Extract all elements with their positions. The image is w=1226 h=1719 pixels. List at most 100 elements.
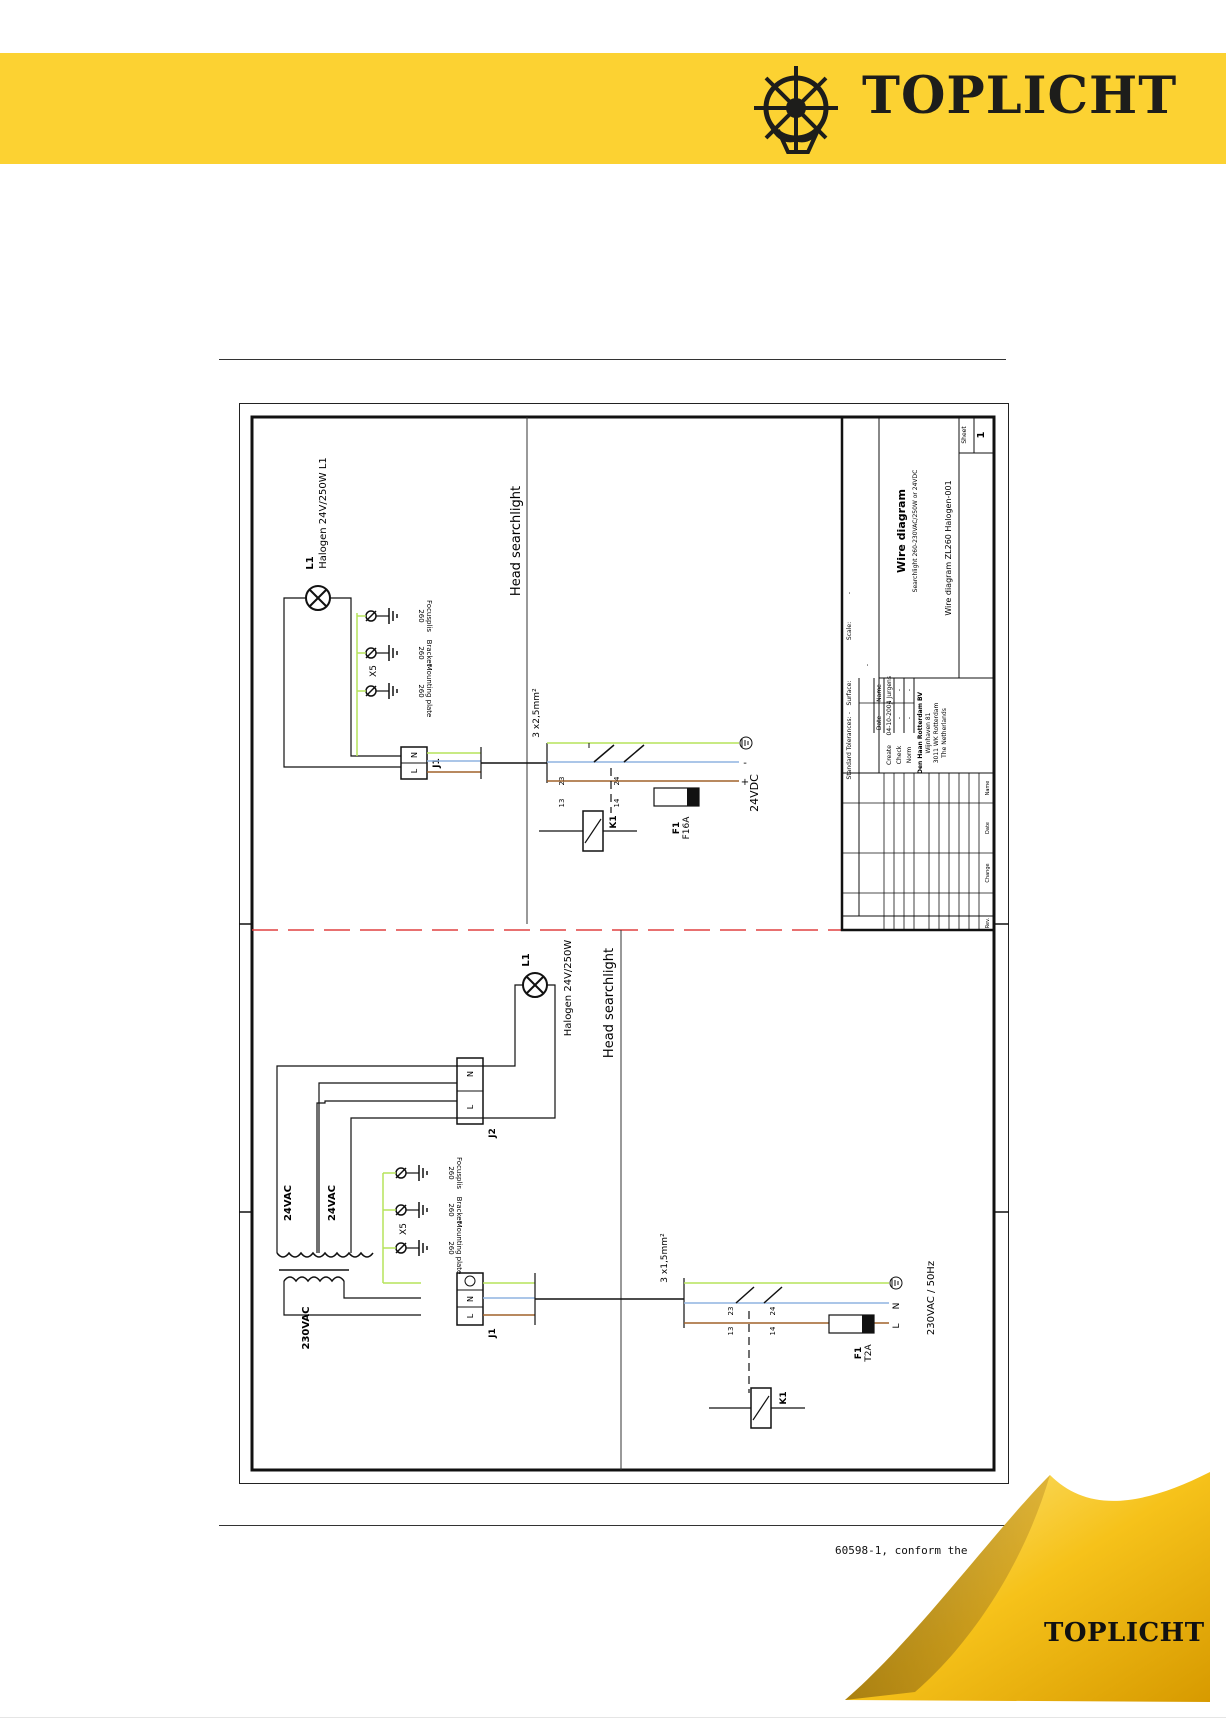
upper-ground-points bbox=[356, 608, 398, 756]
upper-relay-ref: K1 bbox=[609, 815, 619, 828]
title-block-drawing-name: Wire diagram ZL260 Halogen-001 bbox=[944, 480, 953, 615]
ship-wheel-logo-icon bbox=[754, 66, 838, 154]
title-block-tolerances-label: Standard Tolerances: bbox=[846, 717, 853, 780]
title-block bbox=[840, 415, 996, 932]
footer-text: 60598-1, conform the bbox=[835, 1544, 968, 1557]
transformer-icon bbox=[276, 1251, 421, 1316]
title-block-check-name: - bbox=[896, 689, 903, 691]
lower-fuse-ref: F1 bbox=[854, 1347, 864, 1359]
title-block-norm-date: - bbox=[906, 717, 913, 719]
upper-polarity-minus: - bbox=[743, 758, 747, 769]
upper-earth-icon bbox=[739, 736, 753, 750]
lower-transformer-sec1: 24VAC bbox=[283, 1185, 294, 1221]
lower-ground-points bbox=[382, 1165, 428, 1284]
lower-j1-ref: J1 bbox=[488, 1328, 498, 1339]
lower-j1-earth-icon bbox=[464, 1275, 476, 1287]
upper-lamp-spec: Halogen 24V/250W L1 bbox=[318, 457, 329, 569]
lower-ground-3-name: Focusplis bbox=[455, 1157, 463, 1189]
bottom-rule bbox=[219, 1525, 1006, 1526]
title-block-sheet-label: Sheet bbox=[961, 426, 968, 444]
title-block-revdate-label: Date bbox=[985, 822, 991, 834]
title-block-revname-label: Name bbox=[985, 781, 991, 796]
title-block-create-label: Create bbox=[886, 745, 893, 765]
lower-j2-terminal-l: L bbox=[466, 1104, 475, 1109]
top-rule bbox=[219, 359, 1006, 360]
upper-ground-ref: X5 bbox=[369, 665, 379, 677]
lower-j1-terminal-n: N bbox=[466, 1296, 475, 1302]
title-block-company: Den Haan Rotterdam BV bbox=[917, 692, 924, 774]
upper-polarity-plus: + bbox=[741, 777, 749, 788]
brand-name: TOPLICHT bbox=[862, 66, 1178, 126]
title-block-norm-name: - bbox=[906, 689, 913, 691]
drawing-frame bbox=[239, 403, 1009, 1484]
lower-phase-l: L bbox=[892, 1323, 902, 1328]
lower-ground-2-name: Bracket bbox=[455, 1197, 463, 1224]
title-block-name-label: Name bbox=[876, 684, 883, 702]
lower-j2-terminal-n: N bbox=[466, 1071, 475, 1077]
lower-cable-size: 3 x1,5mm² bbox=[660, 1233, 670, 1283]
upper-ground-1-num: 260 bbox=[417, 684, 425, 697]
title-block-check-date: - bbox=[896, 717, 903, 719]
lower-relay-ref: K1 bbox=[779, 1391, 789, 1404]
lower-contact-23: 23 bbox=[727, 1307, 735, 1316]
title-block-create-name: J. Jurgens bbox=[886, 676, 893, 705]
page-curl-icon bbox=[845, 1472, 1210, 1702]
title-block-street: Wijnhaven 81 bbox=[925, 712, 932, 753]
title-block-surface-value: - bbox=[864, 664, 871, 666]
upper-contact-14: 14 bbox=[613, 798, 621, 807]
lower-ground-1-name: Mounting plate bbox=[455, 1222, 463, 1275]
upper-contact-23: 23 bbox=[558, 777, 566, 786]
title-block-create-date: 04-10-2004 bbox=[886, 700, 893, 735]
upper-terminal-l: L bbox=[410, 768, 419, 773]
lower-contact-13: 13 bbox=[727, 1327, 735, 1336]
lower-transformer-primary: 230VAC bbox=[301, 1306, 312, 1349]
lower-earth-icon bbox=[889, 1276, 903, 1290]
upper-zone-label: Head searchlight bbox=[509, 486, 524, 596]
lower-j1-terminal-l: L bbox=[466, 1313, 475, 1318]
title-block-surface-label: Surface: bbox=[846, 681, 853, 706]
lower-phase-n: N bbox=[892, 1303, 902, 1310]
title-block-tolerances-value: - bbox=[846, 712, 853, 714]
lower-connector-j1 bbox=[456, 1272, 484, 1326]
title-block-city: 3011 WK Rotterdam bbox=[933, 703, 940, 764]
upper-ground-3-name: Focusplis bbox=[425, 600, 433, 632]
title-block-title: Wire diagram bbox=[895, 489, 908, 573]
lower-ground-1-num: 260 bbox=[447, 1241, 455, 1254]
lower-lamp-spec: Halogen 24V/250W bbox=[563, 940, 574, 1037]
lower-j2-ref: J2 bbox=[488, 1128, 498, 1139]
title-block-check-label: Check bbox=[896, 745, 903, 764]
title-block-scale-label: Scale: bbox=[846, 622, 853, 640]
title-block-sheet-number: 1 bbox=[976, 431, 987, 438]
lower-contact-14: 14 bbox=[769, 1326, 777, 1335]
corner-brand: TOPLICHT bbox=[1044, 1618, 1205, 1648]
upper-cable-size: 3 x2,5mm² bbox=[532, 688, 542, 738]
upper-connector-ref: J1 bbox=[432, 758, 442, 769]
header-banner bbox=[0, 53, 1226, 164]
lower-supply: 230VAC / 50Hz bbox=[926, 1261, 937, 1335]
page-bottom-line bbox=[0, 1717, 1226, 1718]
title-block-scale-value: - bbox=[846, 592, 853, 594]
upper-terminal-n: N bbox=[410, 752, 419, 758]
upper-fuse-rating: F16A bbox=[682, 816, 692, 840]
title-block-rev-label: Rev. bbox=[985, 917, 991, 928]
upper-ground-2-num: 260 bbox=[417, 646, 425, 659]
lower-lamp-ref: L1 bbox=[521, 953, 532, 966]
lower-zone-label: Head searchlight bbox=[602, 948, 617, 1058]
title-block-date-label: Date bbox=[876, 716, 883, 731]
upper-ground-2-name: Bracket bbox=[425, 640, 433, 667]
lower-ground-ref: X5 bbox=[399, 1223, 409, 1235]
lower-ground-3-num: 260 bbox=[447, 1166, 455, 1179]
upper-contact-13: 13 bbox=[558, 799, 566, 808]
title-block-change-label: Change bbox=[985, 863, 991, 882]
title-block-norm-label: Norm bbox=[906, 747, 913, 764]
upper-supply: 24VDC bbox=[748, 774, 761, 812]
lower-contact-24: 24 bbox=[769, 1306, 777, 1315]
upper-ground-3-num: 260 bbox=[417, 609, 425, 622]
lower-ground-2-num: 260 bbox=[447, 1203, 455, 1216]
title-block-subtitle: Searchlight 260-230VAC/250W or 24VDC bbox=[912, 470, 919, 593]
upper-ground-1-name: Mounting plate bbox=[425, 665, 433, 718]
wiring-diagram: Head searchlight L1 Halogen 24V/250W L1 … bbox=[239, 415, 1009, 1472]
title-block-country: The Netherlands bbox=[941, 708, 948, 759]
upper-fuse-ref: F1 bbox=[672, 822, 682, 834]
upper-contact-24: 24 bbox=[613, 776, 621, 785]
